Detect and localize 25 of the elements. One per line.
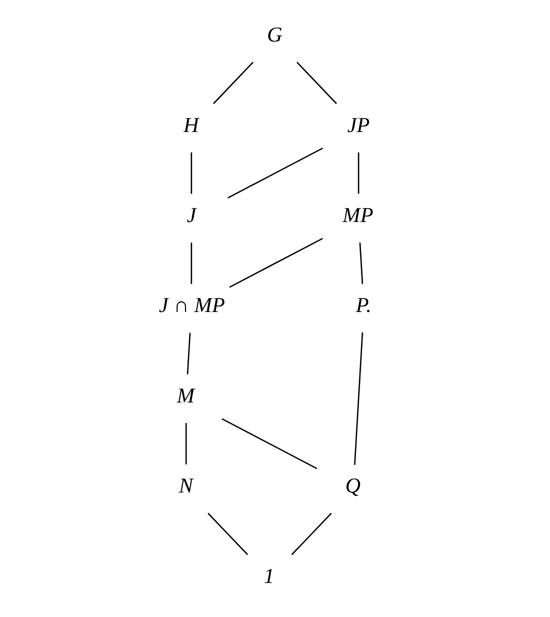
- node-text: P.: [356, 293, 372, 318]
- connector: [228, 148, 324, 198]
- connector: [186, 332, 191, 374]
- connector: [222, 418, 318, 470]
- node-text: Q: [345, 474, 361, 498]
- node-text: M: [176, 383, 195, 408]
- connector: [190, 242, 192, 284]
- connector: [229, 238, 324, 288]
- connector: [185, 423, 187, 464]
- node-text: 1: [264, 564, 274, 588]
- node-text: J: [186, 203, 196, 228]
- node-text: JP: [347, 112, 370, 137]
- connector: [190, 152, 192, 194]
- connector: [359, 242, 364, 284]
- connector: [213, 62, 254, 104]
- connector: [291, 512, 332, 556]
- node-text: N: [178, 474, 193, 498]
- node-text: G: [267, 22, 282, 47]
- connector: [354, 332, 364, 465]
- node-text: MP: [342, 203, 374, 228]
- connector: [358, 152, 360, 194]
- connector: [208, 512, 248, 556]
- connector: [296, 62, 337, 104]
- node-text: J ∩ MP: [158, 293, 225, 318]
- node-text: H: [183, 112, 199, 137]
